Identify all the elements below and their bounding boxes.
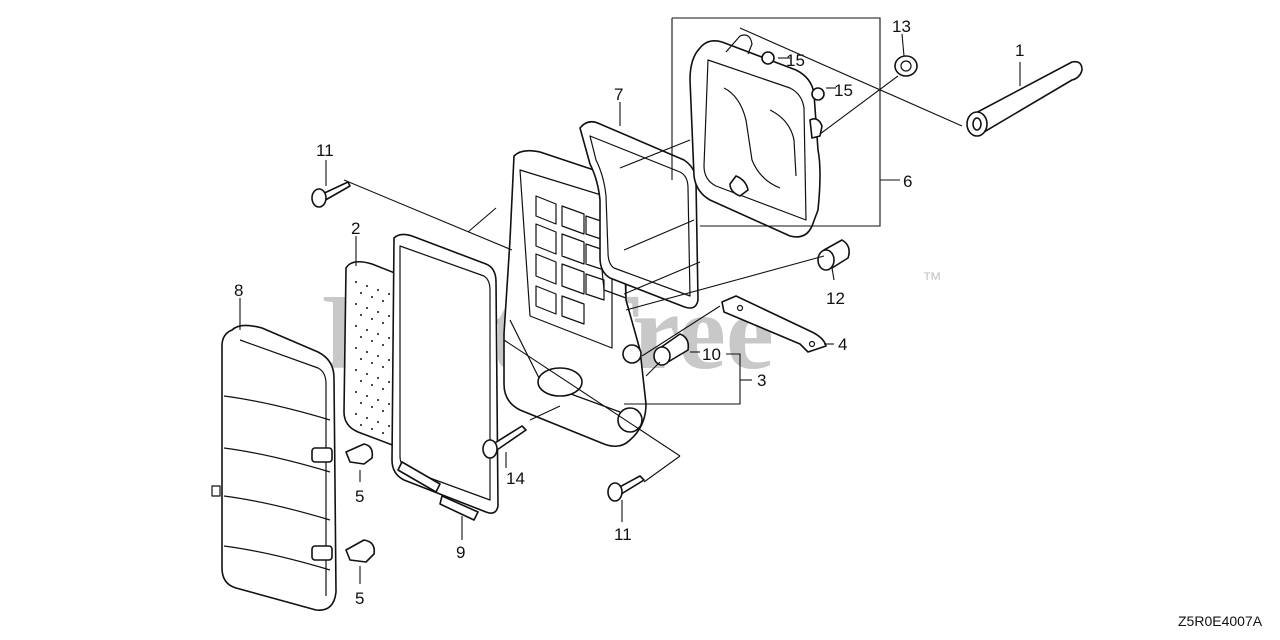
callout-labels: 1 2 3 4 5 5 6 7 8 9 10 11 11 12 13 14 15… <box>234 17 1024 608</box>
part-11-bolt-b[interactable] <box>607 475 645 502</box>
part-5-clip-a[interactable] <box>345 443 374 465</box>
callout-2: 2 <box>351 219 360 238</box>
callout-12: 12 <box>826 289 845 308</box>
part-15-grommet-a[interactable] <box>761 51 775 65</box>
callout-11-lower: 11 <box>614 525 632 544</box>
callout-11-upper: 11 <box>316 141 334 160</box>
part-14-bolt[interactable] <box>482 425 527 459</box>
callout-1: 1 <box>1015 41 1024 60</box>
part-4-stay[interactable] <box>721 295 827 353</box>
part-10-collar[interactable] <box>653 333 690 366</box>
callout-9: 9 <box>456 543 465 562</box>
part-7-filter-frame[interactable] <box>579 120 699 309</box>
part-11-bolt-a[interactable] <box>311 181 351 208</box>
callout-5-upper: 5 <box>355 487 364 506</box>
callout-4: 4 <box>838 335 847 354</box>
part-13-grommet[interactable] <box>894 55 918 77</box>
part-8-air-cleaner-cover[interactable] <box>211 324 337 611</box>
callout-5-lower: 5 <box>355 589 364 608</box>
leader-lines <box>239 17 1021 584</box>
part-12-collar[interactable] <box>817 239 850 271</box>
callout-6: 6 <box>903 172 912 191</box>
diagram-code: Z5R0E4007A <box>1178 613 1263 629</box>
callout-15-upper: 15 <box>786 51 805 70</box>
callout-8: 8 <box>234 281 243 300</box>
callout-15-lower: 15 <box>834 81 853 100</box>
part-5-clip-b[interactable] <box>345 539 376 563</box>
callout-7: 7 <box>614 85 623 104</box>
part-1-breather-tube[interactable] <box>966 60 1083 137</box>
callout-14: 14 <box>506 469 525 488</box>
watermark-trademark: ™ <box>922 269 942 291</box>
callout-13: 13 <box>892 17 911 36</box>
callout-10: 10 <box>702 345 721 364</box>
part-15-grommet-b[interactable] <box>811 87 825 101</box>
part-9-gasket[interactable] <box>391 233 499 521</box>
callout-3: 3 <box>757 371 766 390</box>
part-6-top-cover[interactable] <box>689 34 823 238</box>
